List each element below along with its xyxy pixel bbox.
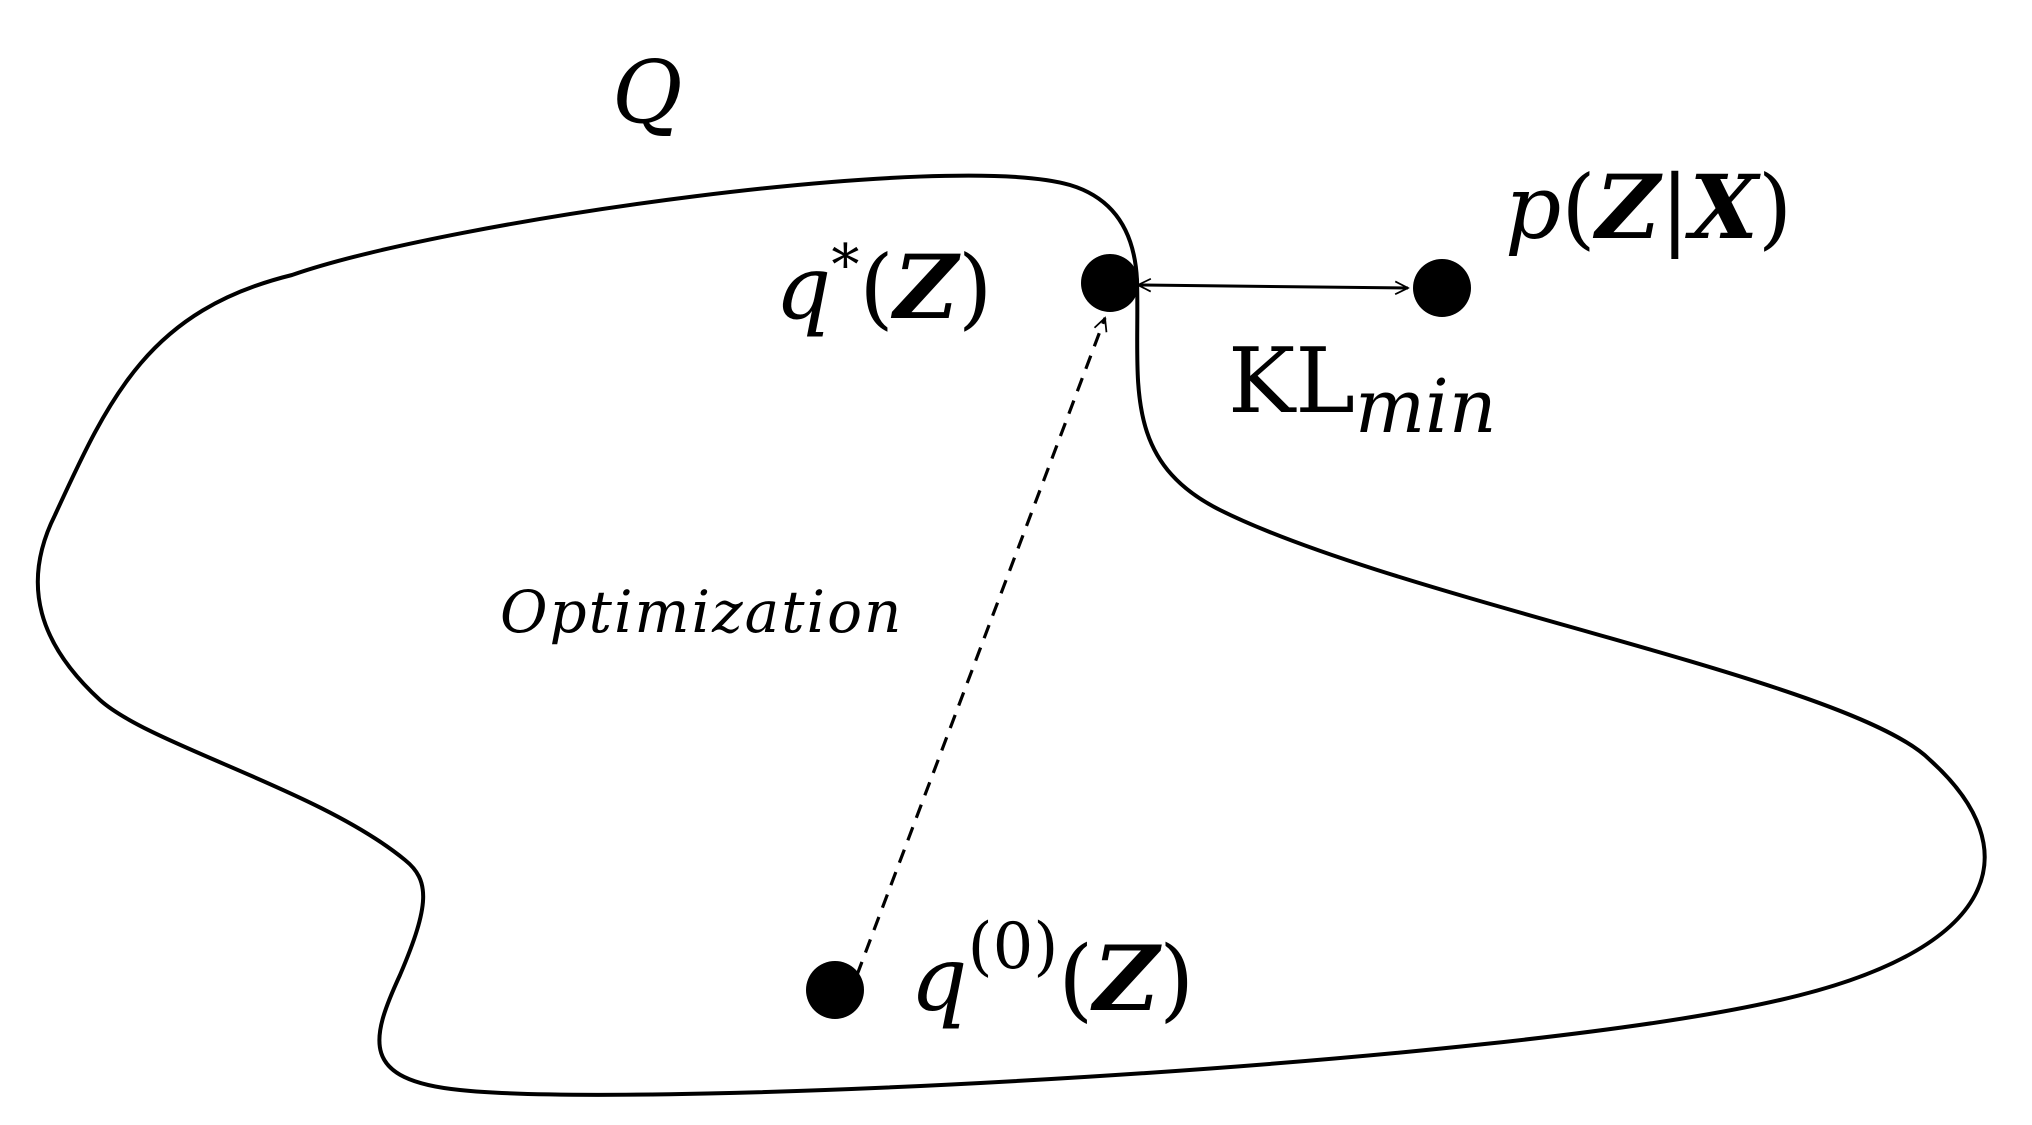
posterior-point <box>1413 259 1471 317</box>
initial-label: q(0)(Z) <box>910 910 1194 1032</box>
optimization-path <box>855 318 1105 976</box>
optimum-label: q*(Z) <box>775 233 992 339</box>
kl-label: KLmin <box>1228 329 1497 450</box>
kl-divergence-arrow <box>1138 285 1408 288</box>
optimization-label: Optimization <box>500 578 903 646</box>
variational-family-region <box>35 173 1987 1097</box>
optimum-point <box>1081 254 1139 312</box>
posterior-label: p(Z|X) <box>1505 155 1792 259</box>
initial-point <box>806 961 864 1019</box>
set-label: Q <box>612 43 683 143</box>
